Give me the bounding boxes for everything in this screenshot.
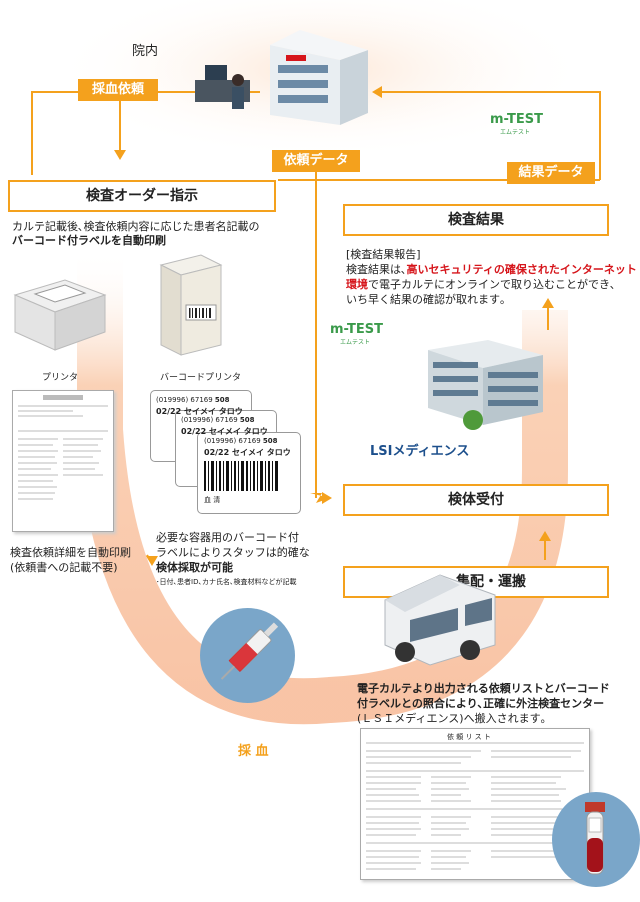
label2-num: 508 xyxy=(239,416,255,424)
label1-code: (019996) 67169 xyxy=(156,396,213,404)
receive-box: 検体受付 xyxy=(343,484,609,516)
barcode-printer-label: バーコードプリンタ xyxy=(160,373,242,383)
inspection-sheet xyxy=(12,390,114,532)
lsi-building-illustration xyxy=(418,320,548,430)
label2-date: 02/22 xyxy=(181,427,207,436)
hospital-label: 院内 xyxy=(132,44,159,59)
label-caption-1: 必要な容器用のバーコード付 xyxy=(156,531,299,544)
label-kana: セイメイ タロウ xyxy=(231,448,291,457)
result-line-3: いち早く結果の確認が取れます｡ xyxy=(346,293,506,306)
syringe-circle xyxy=(200,608,295,703)
label-num: 508 xyxy=(262,437,278,445)
label-caption-2: ラベルによりスタッフは的確な xyxy=(156,546,310,559)
result-line-2: 環境で電子カルテにオンラインで取り込むことができ､ xyxy=(346,278,616,291)
label-date: 02/22 xyxy=(204,448,230,457)
transport-desc-1: 電子カルテより出力される依頼リストとバーコード xyxy=(357,682,610,695)
blood-label: 採 血 xyxy=(238,744,269,759)
blood-tube-circle xyxy=(552,792,640,887)
result-report-head: [検査結果報告] xyxy=(346,248,421,261)
barcode-printer-icon xyxy=(156,250,226,360)
van-illustration xyxy=(370,560,500,675)
label2-kana: セイメイ タロウ xyxy=(208,427,268,436)
order-desc-1: カルテ記載後､検査依頼内容に応じた患者名記載の xyxy=(12,220,260,233)
transport-desc-2: 付ラベルとの照合により､正確に外注検査センター xyxy=(357,697,605,710)
blood-request-tag: 採血依頼 xyxy=(78,79,158,101)
barcode-label-3: (019996) 67169 508 02/22 セイメイ タロウ 血 清 xyxy=(197,432,301,514)
order-desc-2: バーコード付ラベルを自動印刷 xyxy=(12,234,166,247)
hospital-illustration xyxy=(190,25,370,130)
label-code: (019996) 67169 xyxy=(204,437,261,445)
label-caption-3: 検体採取が可能 xyxy=(156,561,233,574)
lsi-logo: LSIメディエンス xyxy=(370,444,470,459)
label-material: 血 清 xyxy=(204,496,221,504)
mtest-logo-top: m-TEST エムテスト xyxy=(490,112,544,136)
request-list-title: 依 頼 リ ス ト xyxy=(447,733,491,741)
printer-icon xyxy=(10,270,110,360)
label1-date: 02/22 xyxy=(156,407,182,416)
label-note: ･日付､患者ID､カナ氏名､検査材料などが記載 xyxy=(156,578,297,586)
line-result xyxy=(380,91,601,180)
label2-code: (019996) 67169 xyxy=(181,416,238,424)
sheet-caption-1: 検査依頼詳細を自動印刷 xyxy=(10,546,131,559)
printer-label: プリンタ xyxy=(42,373,79,383)
label1-kana: セイメイ タロウ xyxy=(183,407,243,416)
sheet-caption-2: (依頼書への記載不要) xyxy=(10,561,118,574)
order-box: 検査オーダー指示 xyxy=(8,180,276,212)
label1-num: 508 xyxy=(214,396,230,404)
result-line-1: 検査結果は､高いセキュリティの確保されたインターネット xyxy=(346,263,637,276)
line-left xyxy=(31,91,260,175)
transport-desc-3: (ＬＳＩメディエンス)へ搬入されます｡ xyxy=(357,712,547,725)
mtest-logo-mid: m-TEST エムテスト xyxy=(330,322,384,346)
request-data-tag: 依頼データ xyxy=(272,150,360,172)
result-box: 検査結果 xyxy=(343,204,609,236)
result-data-tag: 結果データ xyxy=(507,162,595,184)
